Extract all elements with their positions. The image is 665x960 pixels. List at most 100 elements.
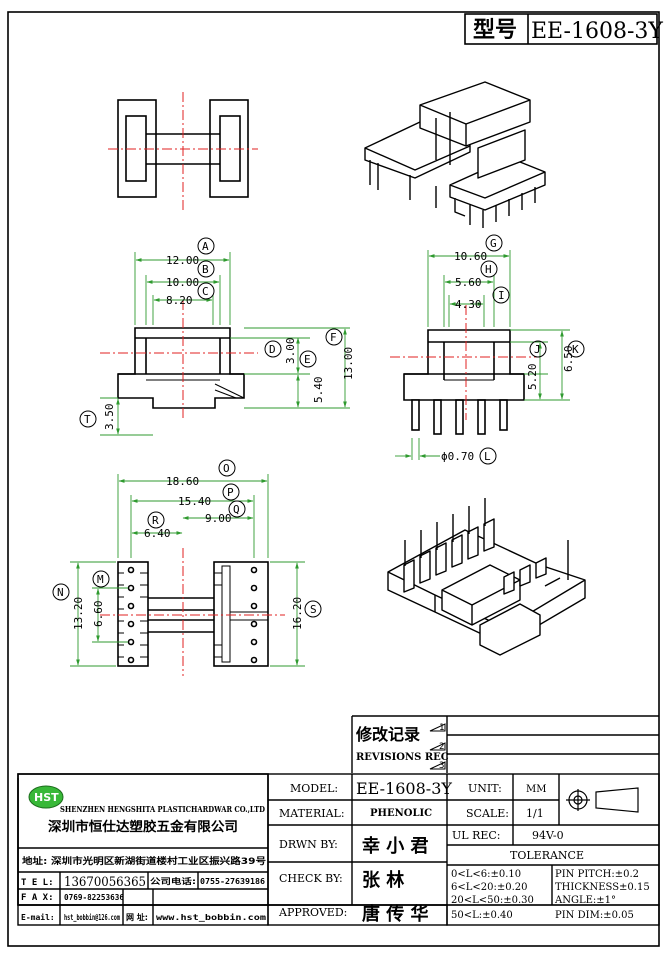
header-model-label: 型号 bbox=[473, 18, 517, 43]
unit-value: MM bbox=[526, 784, 546, 795]
dim-P: 15.40 bbox=[178, 495, 211, 508]
dim-O: 18.60 bbox=[166, 475, 199, 488]
bottom-view-dims bbox=[70, 474, 305, 667]
fax-label: F A X: bbox=[21, 893, 54, 903]
balloon-R: R bbox=[152, 514, 159, 527]
approved-value: 唐 传 华 bbox=[362, 903, 429, 925]
company-name-cn: 深圳市恒仕达塑胶五金有限公司 bbox=[48, 819, 238, 835]
ul-label: UL REC: bbox=[452, 829, 501, 842]
tol-right-1: THICKNESS±0.15 bbox=[555, 882, 650, 893]
tol-left-0: 0<L<6:±0.10 bbox=[451, 869, 521, 880]
company-info: SHENZHEN HENGSHITA PLASTICHARDWAR CO.,LT… bbox=[21, 805, 266, 922]
iso-view-lower bbox=[387, 498, 586, 656]
dim-C: 8.20 bbox=[166, 294, 193, 307]
dim-B: 10.00 bbox=[166, 276, 199, 289]
web-label: 网 址: bbox=[126, 912, 148, 922]
rev-mark-2: 2 bbox=[439, 742, 444, 752]
dim-F: 13.00 bbox=[342, 347, 355, 380]
balloon-H: H bbox=[485, 263, 492, 276]
tol-left-1: 6<L<20:±0.20 bbox=[451, 882, 528, 893]
title-block-fields: MODEL: EE-1608-3Y MATERIAL: PHENOLIC DRW… bbox=[278, 779, 650, 925]
dim-I: 4.30 bbox=[455, 298, 482, 311]
dim-D: 3.00 bbox=[284, 338, 297, 365]
drawn-value: 幸 小 君 bbox=[362, 835, 429, 857]
bottom-view bbox=[100, 548, 285, 676]
balloon-E: E bbox=[304, 353, 311, 366]
balloon-B: B bbox=[202, 263, 209, 276]
balloon-O: O bbox=[223, 462, 230, 475]
scale-value: 1/1 bbox=[526, 807, 544, 820]
balloon-M: M bbox=[97, 573, 104, 586]
tol-right-0: PIN PITCH:±0.2 bbox=[555, 869, 639, 880]
top-view bbox=[108, 92, 258, 212]
model-label: MODEL: bbox=[290, 782, 338, 795]
balloon-F: F bbox=[330, 331, 337, 344]
dim-R: 6.40 bbox=[144, 527, 171, 540]
tol-right-2: ANGLE:±1° bbox=[554, 895, 616, 906]
company-name-en: SHENZHEN HENGSHITA PLASTICHARDWAR CO.,LT… bbox=[60, 805, 265, 815]
dim-A: 12.00 bbox=[166, 254, 199, 267]
title-block bbox=[17, 773, 660, 906]
header-model-value: EE-1608-3Y bbox=[531, 19, 663, 44]
sheet-border bbox=[7, 11, 660, 947]
hst-logo: HST bbox=[28, 785, 64, 809]
balloon-T: T bbox=[84, 413, 91, 426]
tolerance-label: TOLERANCE bbox=[510, 849, 584, 862]
balloon-K: K bbox=[572, 343, 579, 356]
balloon-L: L bbox=[484, 450, 491, 463]
dim-K: 6.50 bbox=[562, 346, 575, 373]
company-address: 地址: 深圳市光明区新湖街道楼村工业区振兴路39号 bbox=[22, 855, 266, 867]
projection-symbol-icon bbox=[566, 787, 639, 813]
balloon-N: N bbox=[57, 586, 64, 599]
web-value: www.hst_bobbin.com bbox=[156, 912, 266, 922]
ul-value: 94V-0 bbox=[532, 829, 564, 842]
balloon-C: C bbox=[202, 285, 209, 298]
dim-T: 3.50 bbox=[103, 404, 116, 431]
bottom-view-dim-text: 18.60 15.40 9.00 6.40 6.60 13.20 16.20 bbox=[72, 475, 304, 630]
dim-L: ϕ0.70 bbox=[441, 450, 474, 463]
rev-mark-1: 1 bbox=[439, 723, 444, 733]
side-view bbox=[390, 305, 540, 435]
balloon-D: D bbox=[269, 343, 276, 356]
side-view-dim-text: 10.60 5.60 4.30 5.20 6.50 ϕ0.70 bbox=[441, 250, 575, 463]
balloon-Q: Q bbox=[233, 503, 240, 516]
iso-view-upper bbox=[364, 81, 546, 228]
tel-label: T E L: bbox=[21, 878, 54, 888]
rev-mark-3: 3 bbox=[439, 761, 444, 771]
dim-S: 16.20 bbox=[291, 597, 304, 630]
scale-label: SCALE: bbox=[466, 807, 509, 820]
front-view bbox=[100, 300, 258, 420]
model-value: EE-1608-3Y bbox=[356, 779, 452, 798]
unit-label: UNIT: bbox=[468, 782, 502, 795]
revisions-table: 修改记录 REVISIONS REC 1 2 3 bbox=[351, 715, 659, 773]
balloon-A: A bbox=[202, 240, 209, 253]
email-value: hst_bobbin@126.com bbox=[64, 912, 120, 922]
company-tel-value: 0755-27639186 bbox=[200, 877, 265, 886]
header-model-box: 型号 EE-1608-3Y bbox=[464, 13, 663, 45]
revisions-title-cn: 修改记录 bbox=[355, 725, 420, 744]
dim-J: 5.20 bbox=[526, 364, 539, 391]
dim-E: 5.40 bbox=[312, 377, 325, 404]
material-label: MATERIAL: bbox=[279, 807, 345, 820]
dim-H: 5.60 bbox=[455, 276, 482, 289]
bottom-view-balloons: O P Q R M N S bbox=[52, 459, 322, 618]
balloon-P: P bbox=[227, 486, 234, 499]
hst-logo-text: HST bbox=[34, 791, 59, 804]
front-view-dims bbox=[100, 252, 350, 436]
email-row-frame bbox=[17, 904, 660, 926]
balloon-J: J bbox=[534, 343, 541, 356]
tol-left-3: 50<L:±0.40 bbox=[451, 910, 513, 921]
tol-right-3: PIN DIM:±0.05 bbox=[555, 910, 634, 921]
dim-G: 10.60 bbox=[454, 250, 487, 263]
side-view-balloons: G H I J K L bbox=[479, 234, 585, 465]
balloon-S: S bbox=[310, 603, 317, 616]
company-tel-label: 公司电话: bbox=[150, 876, 196, 886]
dim-M: 6.60 bbox=[92, 601, 105, 628]
check-value: 张 林 bbox=[362, 869, 404, 891]
balloon-I: I bbox=[498, 289, 505, 302]
fax-value: 0769-82253636 bbox=[64, 893, 124, 902]
drawn-label: DRWN BY: bbox=[279, 838, 338, 851]
revisions-title-en: REVISIONS REC bbox=[356, 752, 449, 763]
approved-label: APPROVED: bbox=[278, 906, 347, 919]
